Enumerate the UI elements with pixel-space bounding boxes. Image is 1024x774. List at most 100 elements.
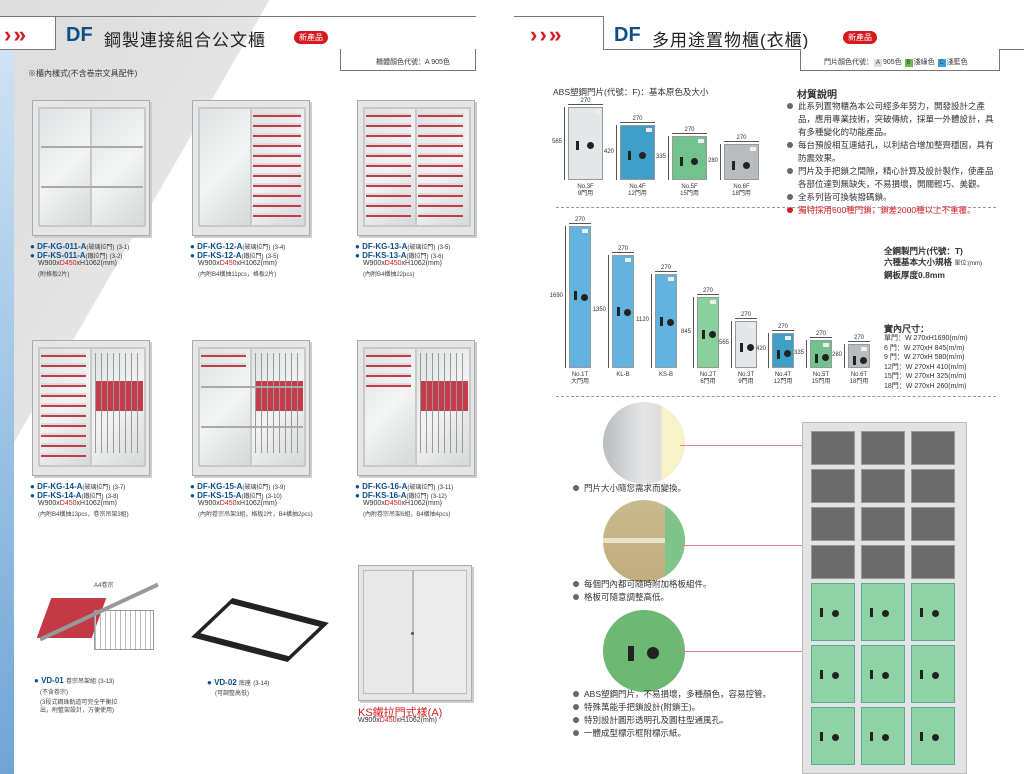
cabinet-image bbox=[192, 340, 310, 476]
callout-line-1 bbox=[680, 445, 810, 510]
height-label: 280 bbox=[707, 157, 718, 164]
right-new-badge: 新產品 bbox=[843, 31, 877, 44]
left-title-prefix: DF bbox=[66, 24, 93, 46]
width-label: 270 bbox=[620, 116, 655, 124]
dim-d: D450 bbox=[379, 717, 397, 724]
left-chevron-box bbox=[0, 16, 56, 50]
locker-door bbox=[911, 707, 955, 765]
color-label: 905色 bbox=[883, 59, 902, 66]
locker-open-compartment bbox=[861, 431, 905, 465]
kg-code: DF-KG-16-A bbox=[362, 482, 408, 491]
door-use: 18門用 bbox=[849, 379, 869, 385]
dim-h: xH1062(mm) bbox=[236, 260, 277, 267]
ks-ref: (3-6) bbox=[430, 254, 444, 260]
left-side-strip bbox=[0, 40, 14, 774]
cabinet-image bbox=[357, 340, 475, 476]
door-use: 18門用 bbox=[732, 191, 751, 197]
product-code-ks: ● DF-KS-14-A(鐵拉門) (3-8) bbox=[30, 491, 119, 500]
dim-d: D450 bbox=[384, 500, 402, 507]
vd02-code-text: VD-02 bbox=[214, 678, 237, 687]
ks-ref: (3-10) bbox=[265, 494, 282, 500]
callout-line-2 bbox=[680, 545, 810, 546]
height-line bbox=[693, 297, 694, 368]
product-note: (內附卷宗吊架3組，格板2片，B4橫抽2pcs) bbox=[198, 512, 313, 518]
left-title-bar bbox=[56, 16, 476, 50]
ks-code: DF-KS-15-A bbox=[197, 491, 242, 500]
ks-ref: (3-8) bbox=[105, 494, 119, 500]
feature-list-1: 門片大小隨您需求而變換。 bbox=[572, 482, 792, 495]
height-line bbox=[731, 320, 732, 368]
cabinet-image bbox=[32, 100, 150, 236]
divider bbox=[556, 207, 996, 208]
locker-open-compartment bbox=[811, 469, 855, 503]
product-note: (內附B4橫抽11pcs，格板2片) bbox=[198, 272, 277, 278]
callout-line-3 bbox=[680, 651, 810, 691]
height-label: 565 bbox=[551, 139, 562, 146]
width-label: 270 bbox=[612, 246, 634, 253]
dim-w: W900x bbox=[358, 717, 380, 724]
door-name: No.6T bbox=[850, 372, 868, 378]
door-name: No.5T bbox=[812, 372, 830, 378]
list-item: 此系列置物櫃為本公司經多年努力，開發設計之產品，應用專業技術，突破傳統，採單一外… bbox=[786, 100, 1000, 139]
product-dimensions: W900xD450xH1062(mm) bbox=[198, 260, 277, 267]
detail-lock-image bbox=[603, 610, 685, 692]
locker-open-compartment bbox=[911, 431, 955, 465]
height-label: 1690 bbox=[549, 293, 563, 300]
width-label: 270 bbox=[697, 288, 719, 296]
kg-code: DF-KG-15-A bbox=[197, 482, 243, 491]
height-line bbox=[668, 136, 669, 180]
locker-open-compartment bbox=[861, 507, 905, 541]
door-name: No.3T bbox=[737, 372, 755, 378]
door-panel bbox=[568, 106, 603, 180]
kg-ref: (3-9) bbox=[272, 485, 286, 491]
vd01-note3: 出，附籃架設計，方便使用) bbox=[40, 708, 114, 714]
product-dimensions: W900xD450xH1062(mm) bbox=[363, 500, 442, 507]
ks-type: (鐵拉門) bbox=[85, 254, 108, 260]
ks-type: (鐵拉門) bbox=[406, 494, 429, 500]
left-color-code: 櫃體顏色代號：A 905色 bbox=[376, 59, 450, 66]
left-inner-note: ※櫃內樣式(不含卷宗文具配件) bbox=[28, 69, 138, 78]
steel-spec: 全鋼製門片(代號：T) 六種基本大小規格 單位:(mm) 鋼板厚度0.8mm bbox=[884, 246, 982, 281]
list-item: 每個門內都可隨時附加格板組件。 bbox=[572, 578, 792, 591]
door-name: No.4F bbox=[629, 184, 646, 190]
left-title: 鋼製連接組合公文櫃 bbox=[104, 31, 266, 50]
kg-ref: (3-5) bbox=[437, 245, 451, 251]
height-line bbox=[565, 226, 566, 368]
width-label: 270 bbox=[724, 135, 759, 142]
product-code-ks: ● DF-KS-011-A(鐵拉門) (3-2) bbox=[30, 251, 123, 260]
vd01-code-text: VD-01 bbox=[41, 676, 64, 685]
list-item: 特殊萬能手把鎖設計(附鎖王)。 bbox=[572, 701, 772, 714]
width-label: 270 bbox=[848, 335, 870, 343]
dim-h: xH1062(mm) bbox=[236, 500, 277, 507]
door-panel bbox=[620, 125, 655, 180]
dim-w: W900x bbox=[363, 500, 385, 507]
material-list: 此系列置物櫃為本公司經多年努力，開發設計之產品，應用專業技術，突破傳統，採單一外… bbox=[786, 100, 1000, 217]
ks-ref: (3-2) bbox=[109, 254, 123, 260]
a4-label: A4卷宗 bbox=[94, 583, 114, 589]
vd01-basket-image: A4卷宗 bbox=[34, 580, 164, 670]
kg-code: DF-KG-13-A bbox=[362, 242, 408, 251]
list-item: 全系列皆可換裝撥碼鎖。 bbox=[786, 191, 1000, 204]
height-line bbox=[608, 254, 609, 368]
product-code-ks: ● DF-KS-13-A(鐵拉門) (3-6) bbox=[355, 251, 444, 260]
list-item: 格板可隨意調整高低。 bbox=[572, 591, 792, 604]
dim-w: W900x bbox=[38, 500, 60, 507]
ks-ref: (3-12) bbox=[430, 494, 447, 500]
inner-size-row: 18門：W 270xH 260(m/m) bbox=[884, 382, 967, 390]
vd02-note: (可調整高低) bbox=[215, 691, 249, 697]
width-label: 270 bbox=[735, 312, 757, 319]
kg-type: (玻璃拉門) bbox=[82, 485, 111, 491]
locker-open-compartment bbox=[911, 545, 955, 579]
color-code-label: 門片顏色代號： bbox=[824, 59, 873, 66]
list-item: 門片及手把鎖之間隙，精心計算及設計製作，使產品各部位達到無缺失，不易損壞，開關輕… bbox=[786, 165, 1000, 191]
height-label: 1350 bbox=[592, 307, 606, 314]
door-name: KS-B bbox=[658, 372, 673, 378]
product-note: (內附B4橫抽13pcs，卷宗吊架3組) bbox=[38, 512, 129, 518]
